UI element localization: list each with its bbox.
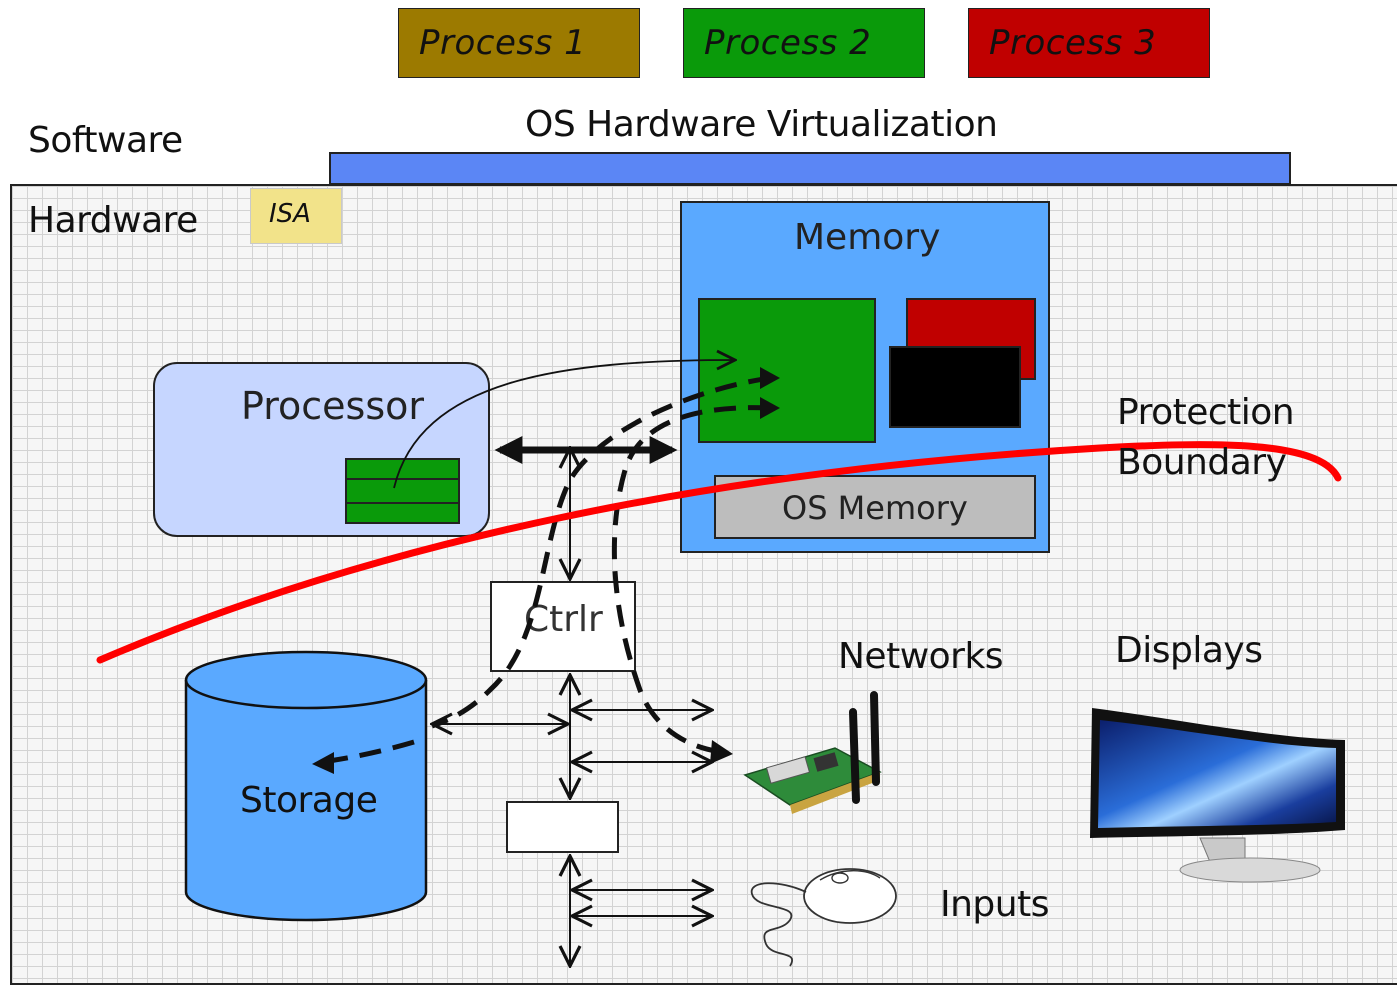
processor-to-memory-arc	[393, 360, 735, 489]
protection-boundary-curve	[96, 441, 1342, 664]
memory-block: Memory OS Memory	[680, 201, 1050, 553]
os-memory-block: OS Memory	[714, 475, 1036, 539]
dashed-flow-arrowheads	[312, 367, 780, 774]
dashed-flow-storage	[431, 375, 771, 729]
network-card-icon	[743, 691, 882, 814]
arrowhead-network	[710, 740, 733, 764]
processor-block: Processor	[153, 362, 490, 537]
process-2-memory-region	[698, 298, 876, 443]
hardware-label: Hardware	[28, 200, 198, 241]
arrowhead-storage	[312, 752, 334, 774]
process-3-box: Process 3	[968, 8, 1210, 78]
protection-boundary-label-1: Protection	[1117, 392, 1295, 433]
displays-label: Displays	[1115, 630, 1263, 671]
inputs-label: Inputs	[940, 884, 1049, 925]
storage-cylinder	[184, 650, 428, 922]
software-label: Software	[28, 120, 183, 161]
process-1-memory-region	[889, 346, 1021, 428]
processor-register-box	[345, 458, 460, 524]
process-3-label: Process 3	[989, 23, 1157, 63]
isa-label: ISA	[269, 199, 311, 229]
isa-box: ISA	[250, 188, 342, 244]
process-2-label: Process 2	[704, 23, 872, 63]
dashed-flow-network	[611, 405, 771, 755]
os-memory-label: OS Memory	[782, 489, 968, 527]
process-1-label: Process 1	[419, 23, 587, 63]
os-virtualization-label: OS Hardware Virtualization	[525, 104, 998, 145]
arrowhead-memory-2	[760, 397, 780, 419]
memory-label: Memory	[794, 217, 941, 258]
display-monitor-icon	[1090, 708, 1345, 883]
networks-label: Networks	[838, 636, 1004, 677]
storage-label: Storage	[240, 780, 378, 821]
os-virtualization-bar	[329, 152, 1291, 185]
protection-boundary-label-2: Boundary	[1117, 442, 1287, 483]
process-1-box: Process 1	[398, 8, 640, 78]
mouse-icon	[751, 868, 897, 967]
process-2-box: Process 2	[683, 8, 925, 78]
controller-2-box	[506, 801, 619, 853]
arrowhead-memory-1	[760, 367, 780, 389]
processor-label: Processor	[241, 384, 425, 428]
